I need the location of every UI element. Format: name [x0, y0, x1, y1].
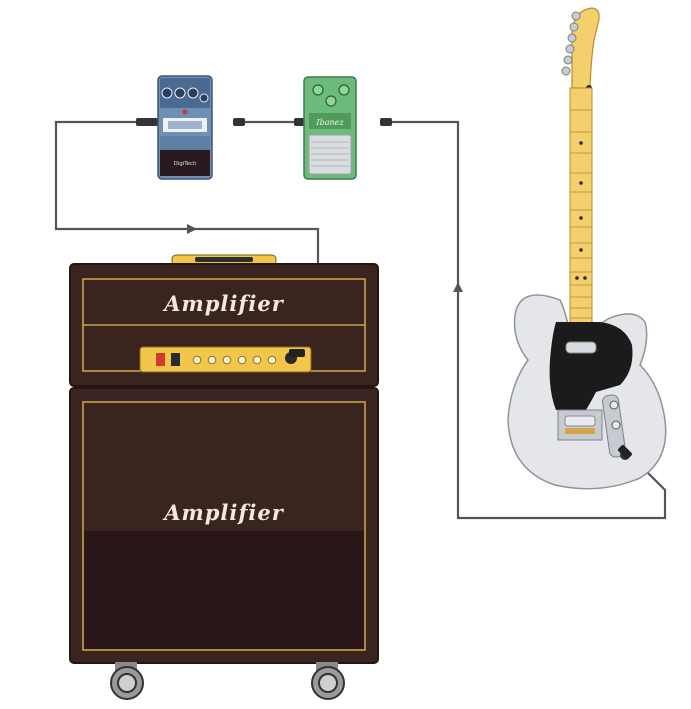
signal-arrow-up [453, 282, 463, 292]
amp-cabinet: Amplifier [69, 387, 379, 664]
amp-cabinet-label: Amplifier [162, 500, 285, 525]
knob-icon[interactable] [609, 400, 621, 430]
jack-plugs [136, 118, 392, 126]
pedal-1-brand: DigiTech [173, 161, 197, 167]
electric-guitar [507, 7, 667, 490]
caster-wheel-icon [110, 662, 144, 700]
standby-switch[interactable] [171, 353, 180, 366]
signal-arrow-right [187, 224, 197, 234]
amp-head: Amplifier [69, 254, 379, 387]
pedal-ibanez[interactable]: Ibanez [303, 76, 357, 180]
knob-icon [312, 84, 350, 107]
caster-wheel-icon [311, 662, 345, 700]
knob-icon[interactable] [192, 355, 277, 365]
headstock [561, 7, 600, 91]
neck-pickup [565, 341, 597, 354]
cable-guitar-to-pedal2 [384, 120, 667, 520]
knob-icon [161, 87, 209, 103]
power-switch[interactable] [156, 353, 165, 366]
pedal-2-brand: Ibanez [315, 118, 344, 127]
pedal-digitech[interactable]: DigiTech [157, 75, 213, 180]
speaker-grill [84, 531, 364, 649]
bridge [557, 409, 603, 441]
tuning-peg-icon[interactable] [561, 11, 581, 76]
amp-head-label: Amplifier [162, 291, 285, 316]
amp-control-panel[interactable] [139, 346, 312, 373]
guitar-neck [569, 87, 593, 339]
